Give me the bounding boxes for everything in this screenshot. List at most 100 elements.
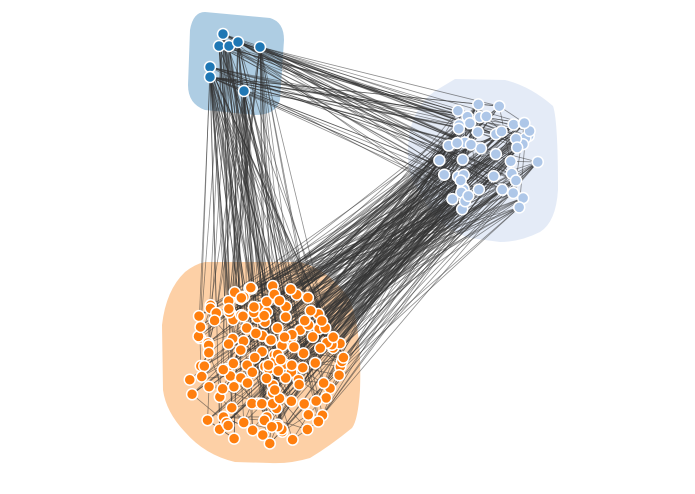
node-group-orange[interactable] [301, 423, 314, 436]
node-group-orange[interactable] [279, 310, 292, 324]
node-group-orange[interactable] [225, 401, 239, 414]
node-group-orange[interactable] [304, 304, 317, 317]
node-group-light-blue[interactable] [489, 147, 503, 161]
node-group-light-blue[interactable] [487, 169, 500, 183]
node-group-light-blue[interactable] [464, 138, 478, 151]
node-group-light-blue[interactable] [472, 98, 485, 111]
node-group-dark-blue[interactable] [253, 40, 267, 54]
node-group-orange[interactable] [248, 351, 262, 364]
node-group-orange[interactable] [208, 314, 221, 327]
node-group-light-blue[interactable] [472, 183, 486, 196]
node-group-orange[interactable] [249, 327, 263, 340]
node-group-orange[interactable] [227, 380, 241, 393]
node-group-light-blue[interactable] [454, 174, 467, 187]
node-group-orange[interactable] [198, 359, 211, 373]
node-group-orange[interactable] [268, 383, 281, 397]
node-group-orange[interactable] [315, 314, 329, 328]
node-group-orange[interactable] [271, 321, 284, 335]
node-group-orange[interactable] [287, 340, 301, 354]
node-group-light-blue[interactable] [531, 155, 545, 169]
node-group-orange[interactable] [274, 353, 287, 366]
node-group-orange[interactable] [260, 372, 273, 385]
node-group-orange[interactable] [216, 382, 229, 396]
node-group-light-blue[interactable] [495, 183, 509, 196]
node-group-orange[interactable] [240, 321, 253, 335]
node-group-orange[interactable] [185, 388, 199, 401]
node-group-light-blue[interactable] [452, 122, 465, 135]
node-group-orange[interactable] [201, 413, 214, 427]
node-group-orange[interactable] [260, 295, 274, 308]
node-group-light-blue[interactable] [463, 116, 477, 130]
node-group-orange[interactable] [279, 371, 292, 385]
node-group-orange[interactable] [222, 302, 236, 316]
node-group-orange[interactable] [326, 330, 340, 344]
node-group-orange[interactable] [195, 370, 209, 383]
node-group-orange[interactable] [297, 397, 311, 411]
node-group-orange[interactable] [183, 373, 197, 386]
node-group-orange[interactable] [286, 433, 299, 446]
node-group-orange[interactable] [263, 437, 277, 450]
node-group-dark-blue[interactable] [203, 70, 217, 84]
node-group-orange[interactable] [312, 415, 325, 428]
node-group-orange[interactable] [227, 357, 240, 370]
node-group-orange[interactable] [265, 420, 279, 433]
node-group-orange[interactable] [227, 432, 241, 445]
node-group-dark-blue[interactable] [231, 35, 245, 49]
node-group-light-blue[interactable] [437, 168, 451, 181]
node-group-orange[interactable] [278, 330, 291, 344]
node-group-orange[interactable] [237, 416, 251, 429]
node-group-dark-blue[interactable] [237, 84, 251, 98]
node-group-orange[interactable] [221, 419, 235, 432]
node-group-orange[interactable] [298, 314, 311, 327]
node-group-orange[interactable] [246, 424, 259, 437]
node-group-orange[interactable] [235, 291, 248, 305]
node-group-orange[interactable] [256, 428, 270, 442]
node-group-light-blue[interactable] [450, 136, 464, 150]
node-group-light-blue[interactable] [433, 154, 446, 167]
node-group-light-blue[interactable] [506, 186, 520, 200]
node-group-orange[interactable] [234, 343, 248, 357]
node-group-light-blue[interactable] [480, 110, 493, 123]
node-group-orange[interactable] [222, 337, 235, 351]
node-group-orange[interactable] [236, 310, 250, 323]
node-group-orange[interactable] [285, 358, 299, 372]
node-group-light-blue[interactable] [512, 201, 526, 214]
node-group-orange[interactable] [306, 330, 320, 344]
node-group-orange[interactable] [297, 347, 310, 360]
node-group-light-blue[interactable] [446, 192, 459, 206]
node-group-orange[interactable] [246, 365, 259, 379]
node-group-orange[interactable] [255, 397, 269, 410]
node-group-orange[interactable] [244, 281, 258, 294]
node-group-dark-blue[interactable] [216, 27, 230, 41]
node-group-orange[interactable] [202, 380, 216, 393]
node-group-orange[interactable] [317, 376, 330, 390]
node-group-orange[interactable] [292, 378, 306, 391]
node-group-light-blue[interactable] [504, 155, 518, 168]
node-group-orange[interactable] [309, 394, 323, 408]
node-group-light-blue[interactable] [510, 141, 524, 154]
node-group-light-blue[interactable] [495, 125, 508, 138]
node-group-light-blue[interactable] [471, 125, 485, 139]
node-group-orange[interactable] [264, 333, 278, 347]
node-group-orange[interactable] [284, 283, 297, 296]
node-group-orange[interactable] [216, 363, 230, 376]
node-group-light-blue[interactable] [451, 104, 465, 118]
node-group-orange[interactable] [337, 351, 350, 364]
node-group-orange[interactable] [301, 291, 315, 304]
node-group-light-blue[interactable] [456, 153, 469, 166]
node-group-orange[interactable] [273, 294, 286, 307]
node-group-light-blue[interactable] [462, 189, 475, 203]
node-group-orange[interactable] [272, 364, 285, 378]
node-group-orange[interactable] [247, 300, 261, 314]
node-group-orange[interactable] [296, 361, 310, 374]
node-group-orange[interactable] [257, 309, 271, 322]
node-group-light-blue[interactable] [518, 116, 531, 130]
node-group-light-blue[interactable] [507, 118, 520, 131]
node-group-orange[interactable] [262, 358, 275, 372]
node-group-light-blue[interactable] [493, 99, 506, 113]
node-group-orange[interactable] [285, 394, 298, 408]
node-group-orange[interactable] [309, 356, 322, 370]
node-group-orange[interactable] [192, 309, 206, 323]
node-group-light-blue[interactable] [509, 174, 523, 187]
node-group-orange[interactable] [332, 368, 346, 382]
